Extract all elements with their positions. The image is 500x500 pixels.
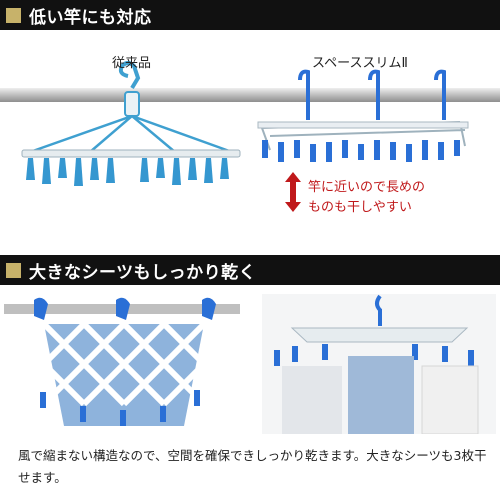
section1-title: 低い竿にも対応: [29, 7, 152, 28]
pole-note-line1: 竿に近いので長めの: [308, 180, 426, 195]
sheet-photo-left-art: [4, 294, 240, 434]
caption: 風で縮まない構造なので、空間を確保できしっかり乾きます。大きなシーツも3枚干せま…: [18, 448, 487, 485]
sheet-photo-right: [262, 294, 496, 434]
pole-note: 竿に近いので長めの ものも干しやすい: [308, 178, 425, 218]
up-down-arrow-icon: [285, 172, 301, 212]
drying-pole: [0, 88, 500, 102]
conventional-label: 従来品: [112, 56, 152, 71]
banner-square-icon: [6, 262, 21, 278]
section2-title: 大きなシーツもしっかり乾く: [29, 262, 257, 283]
sheet-photo-right-art: [262, 294, 496, 434]
space-slim-label: スペーススリムⅡ: [312, 56, 408, 71]
section1-banner: 低い竿にも対応: [0, 0, 500, 30]
conventional-hanger: [21, 61, 241, 186]
space-slim-hanger: [257, 69, 469, 162]
section1-illustration: [0, 61, 500, 212]
banner-square-icon: [6, 7, 21, 23]
sheet-photo-left: [4, 294, 240, 434]
pole-note-line2: ものも干しやすい: [308, 200, 412, 215]
section2-banner: 大きなシーツもしっかり乾く: [0, 255, 500, 285]
